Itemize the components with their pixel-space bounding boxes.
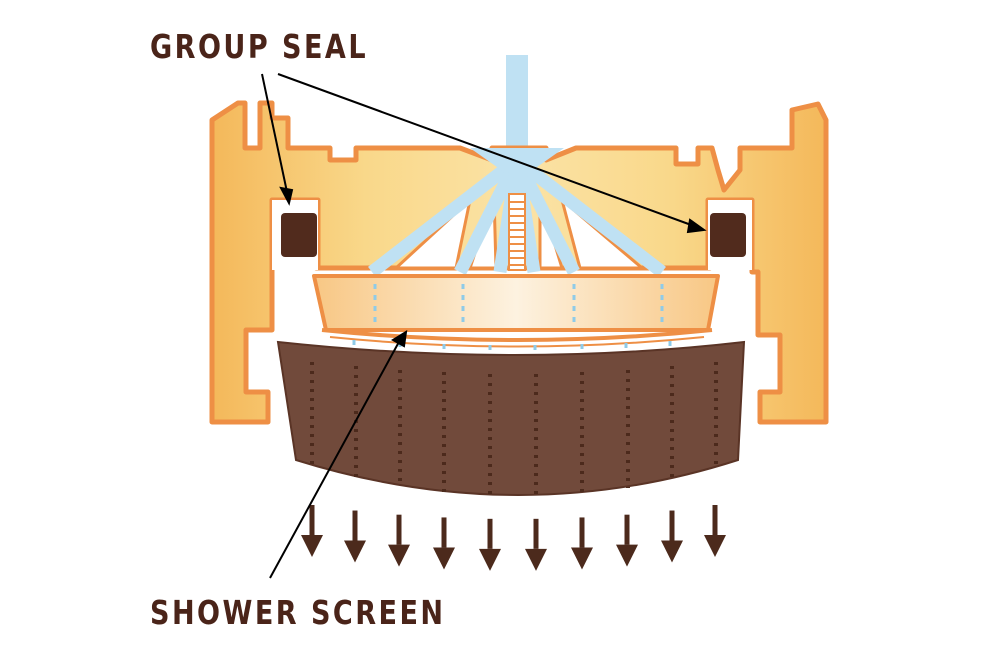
shower-screen-plate <box>321 328 713 342</box>
arrow-down-icon <box>571 517 593 570</box>
arrow-down-icon <box>704 505 726 557</box>
arrow-down-icon <box>344 510 366 563</box>
screen-drips <box>373 284 664 324</box>
water-junction <box>470 148 564 172</box>
arrow-head-shower-screen <box>391 330 408 348</box>
coffee-puck <box>276 340 746 496</box>
arrow-down-icon <box>661 510 683 563</box>
arrow-head-left-seal <box>279 186 294 206</box>
water-inlet <box>506 55 528 175</box>
arrow-down-icon <box>616 514 638 567</box>
group-seal-label: GROUP SEAL <box>150 27 369 66</box>
leader-line-shower-screen <box>269 339 401 579</box>
leader-line-left-seal <box>261 73 288 193</box>
puck-flow-lines <box>310 362 718 496</box>
shower-screen-label: SHOWER SCREEN <box>150 593 446 632</box>
arrow-down-icon <box>433 517 455 570</box>
group-seal-left <box>281 213 317 257</box>
arrow-down-icon <box>479 518 501 571</box>
shower-screen-mesh <box>329 336 705 348</box>
flow-arrows <box>301 505 726 571</box>
leader-lines <box>261 73 707 579</box>
group-seal-right <box>710 213 746 257</box>
arrow-down-icon <box>301 505 323 557</box>
arrow-head-right-seal <box>686 218 707 234</box>
arrow-down-icon <box>388 514 410 567</box>
leader-line-right-seal <box>277 73 695 227</box>
center-spring <box>508 193 526 271</box>
arrow-down-icon <box>525 518 547 571</box>
